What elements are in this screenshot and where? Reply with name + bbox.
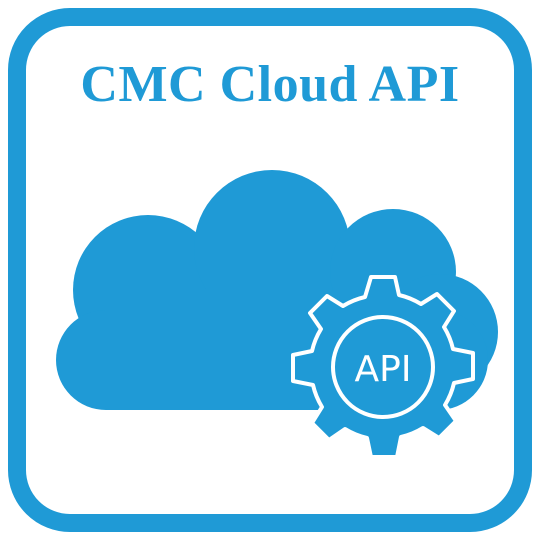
gear-icon: API bbox=[291, 275, 475, 459]
api-label: API bbox=[355, 349, 412, 390]
logo-title: CMC Cloud API bbox=[80, 56, 460, 113]
